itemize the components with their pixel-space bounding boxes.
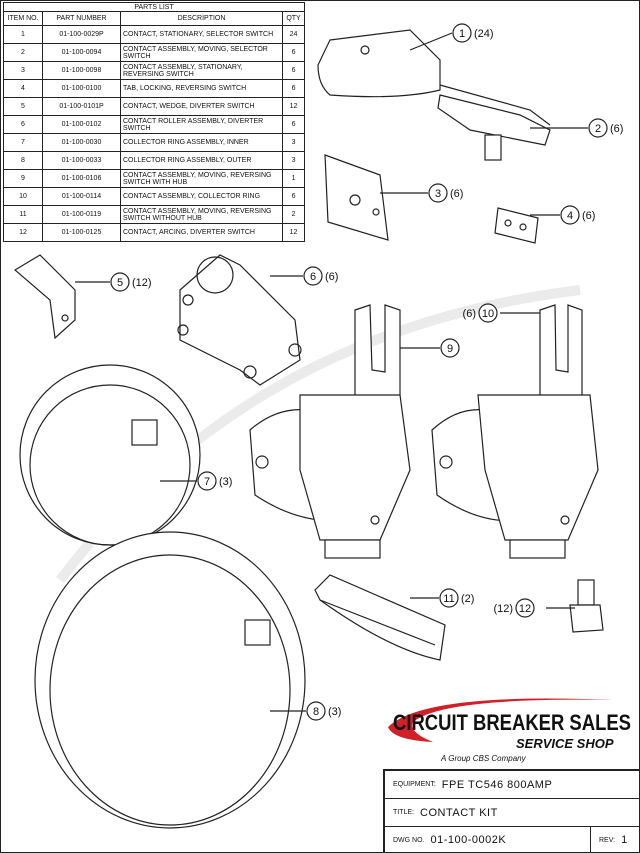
callout-item-1: 1 (24) <box>452 23 494 43</box>
callout-item-2: 2 (6) <box>588 118 623 138</box>
callout-balloon <box>428 183 448 203</box>
callout-item-3: 3 (6) <box>428 183 463 203</box>
callout-balloon <box>439 588 459 608</box>
part-1-stationary-contact <box>317 29 441 98</box>
part-7-inner-collector-ring <box>19 364 201 546</box>
rev-value: 1 <box>621 834 628 846</box>
title-block: EQUIPMENT: FPE TC546 800AMP TITLE: CONTA… <box>383 769 640 853</box>
rev-cell: REV: 1 <box>590 827 628 853</box>
callout-qty: (6) <box>325 271 338 283</box>
callout-item-4: 4 (6) <box>560 205 595 225</box>
rev-label: REV: <box>599 836 616 844</box>
callout-qty: (2) <box>461 593 474 605</box>
callout-number: 6 <box>310 271 316 283</box>
callout-number: 9 <box>447 343 453 355</box>
callout-number: 7 <box>204 476 210 488</box>
callout-qty: (12) <box>132 277 152 289</box>
callout-balloon <box>588 118 608 138</box>
part-8-outer-collector-ring <box>34 531 306 829</box>
callout-balloon <box>452 23 472 43</box>
part-6-roller-assembly <box>177 254 302 386</box>
callout-item-5: 5 (12) <box>110 272 152 292</box>
logo-name: CIRCUIT BREAKER SALES <box>393 710 631 735</box>
callout-balloon <box>560 205 580 225</box>
callout-number: 4 <box>567 210 573 222</box>
callout-item-6: 6 (6) <box>303 266 338 286</box>
callout-item-12: 12 (12) <box>493 598 535 618</box>
qty-cell: 12 <box>281 97 306 116</box>
callout-qty: (6) <box>610 123 623 135</box>
column-header: QTY <box>281 11 306 26</box>
callout-number: 1 <box>459 28 465 40</box>
part-12-arcing-contact <box>569 579 604 633</box>
callout-number: 3 <box>435 188 441 200</box>
equipment-label: EQUIPMENT: <box>393 781 436 788</box>
dwg-value: 01-100-0002K <box>430 834 507 846</box>
callout-qty: (24) <box>474 28 494 40</box>
callout-item-11: 11 (2) <box>439 588 474 608</box>
title-row: TITLE: CONTACT KIT <box>385 799 640 827</box>
callout-qty: (6) <box>582 210 595 222</box>
callout-balloon <box>303 266 323 286</box>
dwg-label: DWG NO. <box>393 836 425 844</box>
title-label: TITLE: <box>393 809 415 816</box>
part-3-stationary-contact <box>324 154 389 241</box>
callout-balloon <box>197 471 217 491</box>
equipment-value: FPE TC546 800AMP <box>441 778 553 791</box>
callout-number: 5 <box>117 277 123 289</box>
part-5-wedge-contact <box>13 254 76 340</box>
callout-balloon <box>478 303 498 323</box>
description-cell: CONTACT, ARCING, DIVERTER SWITCH <box>120 223 283 242</box>
part-9-reversing-contact-with-hub <box>249 304 411 559</box>
part-11-reversing-contact-without-hub <box>431 304 599 559</box>
callout-number: 11 <box>443 593 454 605</box>
company-logo: CIRCUIT BREAKER SALES SERVICE SHOP A Gro… <box>388 698 631 763</box>
title-value: CONTACT KIT <box>420 806 498 819</box>
callout-item-10: 10 (6) <box>463 303 498 323</box>
callout-qty: (6) <box>450 188 463 200</box>
callout-number: 12 <box>519 603 531 615</box>
part-4-locking-tab <box>494 207 539 244</box>
callout-balloon <box>440 338 460 358</box>
callout-balloon <box>515 598 535 618</box>
callout-balloon <box>110 272 130 292</box>
logo-tagline: A Group CBS Company <box>440 754 527 763</box>
callout-balloon <box>306 701 326 721</box>
part-10-collector-ring-contact <box>314 574 446 661</box>
callout-qty: (12) <box>493 603 513 615</box>
qty-cell: 12 <box>281 223 306 242</box>
callout-item-7: 7 (3) <box>197 471 232 491</box>
callout-number: 2 <box>595 123 601 135</box>
callout-number: 8 <box>313 706 319 718</box>
logo-swoosh <box>388 698 613 742</box>
callout-number: 10 <box>482 308 494 320</box>
part-2-moving-contact <box>437 84 551 161</box>
callout-qty: (6) <box>463 308 476 320</box>
equipment-row: EQUIPMENT: FPE TC546 800AMP <box>385 771 640 799</box>
callout-item-8: 8 (3) <box>306 701 341 721</box>
dwg-row: DWG NO. 01-100-0002K REV: 1 <box>385 827 640 853</box>
callout-item-9: 9 <box>440 338 460 358</box>
leader-lines <box>75 32 588 712</box>
callout-qty: (3) <box>328 706 341 718</box>
callout-qty: (3) <box>219 476 232 488</box>
description-cell: CONTACT ROLLER ASSEMBLY, DIVERTER SWITCH <box>120 115 283 134</box>
logo-sub: SERVICE SHOP <box>516 736 614 751</box>
